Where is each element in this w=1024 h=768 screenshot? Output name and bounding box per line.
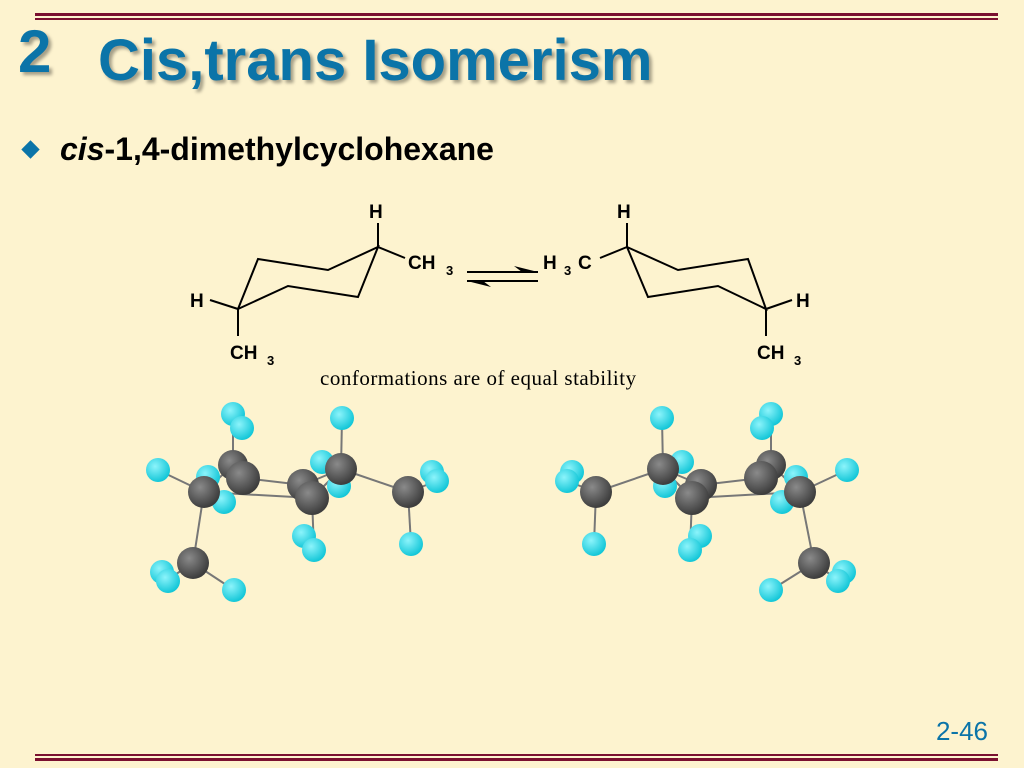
right-top-h3: H [543, 253, 557, 274]
equilibrium-arrows-icon [467, 266, 538, 287]
right-bottom-sub: 3 [794, 353, 801, 368]
top-rule-thin [35, 18, 998, 20]
top-rule [35, 13, 998, 16]
left-bottom-sub: 3 [267, 353, 274, 368]
right-chair-ring [626, 246, 768, 311]
right-chair-structure [599, 223, 793, 336]
left-bond-ch3 [377, 246, 406, 259]
bullet-rest: -1,4-dimethylcyclohexane [104, 131, 494, 167]
left-top-h: H [369, 202, 383, 223]
left-bottom-ch: CH [230, 343, 257, 364]
bullet-text: cis-1,4-dimethylcyclohexane [60, 133, 494, 165]
right-top-h: H [617, 202, 631, 223]
left-h: H [190, 291, 204, 312]
right-ball-stick-model [555, 402, 859, 602]
bottom-rule [35, 758, 998, 761]
page-number: 2-46 [935, 716, 988, 746]
right-bond-h [765, 299, 793, 310]
right-top-sub: 3 [564, 263, 571, 278]
left-bond-h [209, 299, 239, 310]
right-h: H [796, 291, 810, 312]
slide-number: 2 [18, 18, 52, 85]
slide-title: Cis,trans Isomerism [98, 28, 653, 93]
stability-caption: conformations are of equal stability [320, 366, 637, 390]
bottom-rule-thin [35, 754, 998, 756]
left-chair-structure [209, 223, 406, 336]
left-top-ch: CH [408, 253, 435, 274]
right-bond-ch3 [599, 246, 628, 259]
left-ball-stick-model [146, 402, 449, 602]
right-top-c: C [578, 253, 592, 274]
bullet-italic: cis [60, 131, 105, 167]
left-top-sub: 3 [446, 263, 453, 278]
right-bottom-ch: CH [757, 343, 784, 364]
left-chair-ring [237, 245, 380, 310]
